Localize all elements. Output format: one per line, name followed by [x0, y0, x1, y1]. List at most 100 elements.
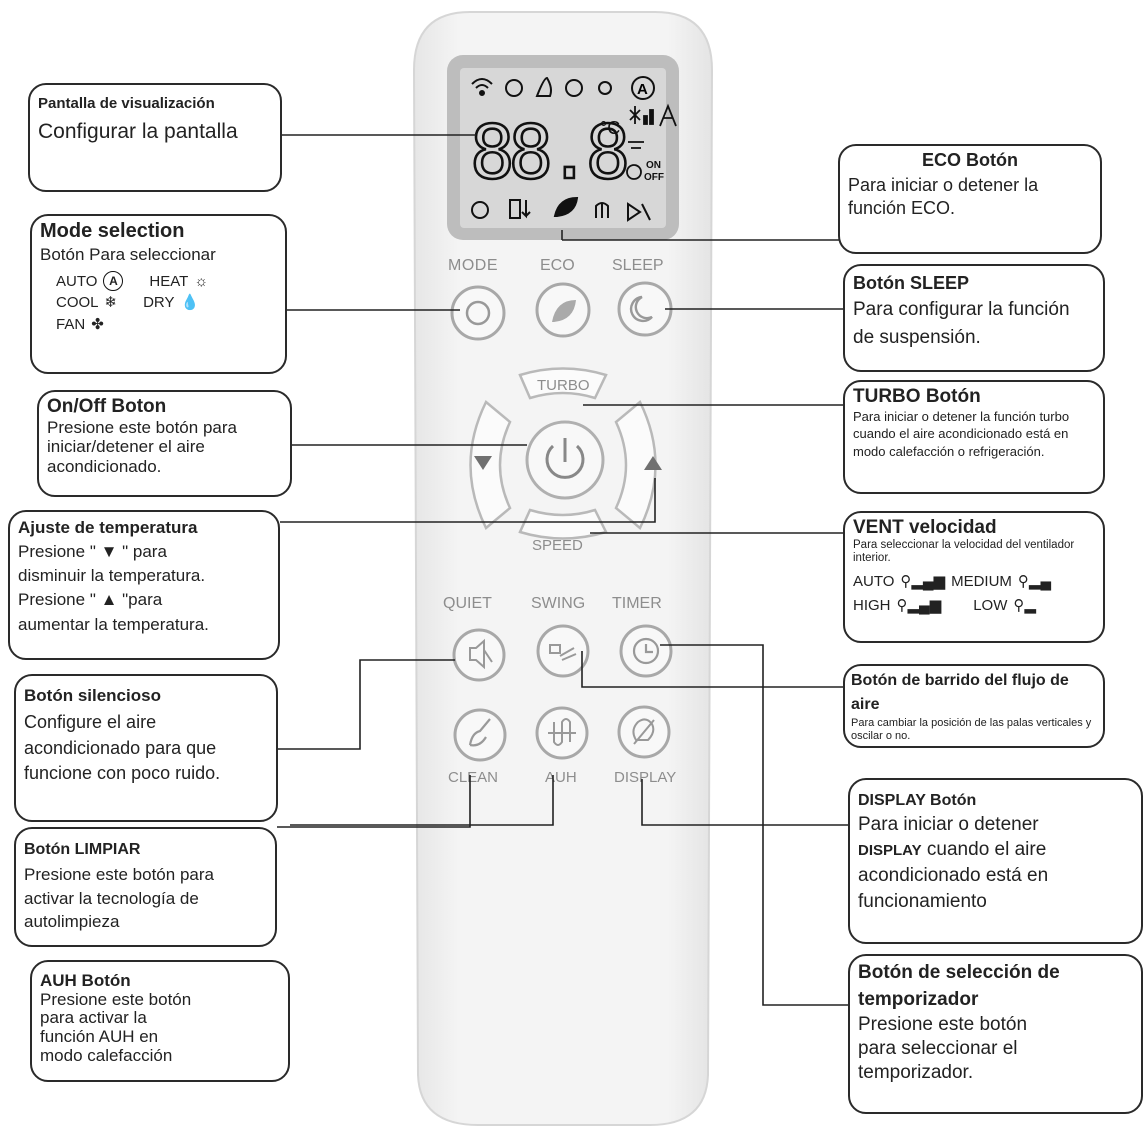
temp-callout-title: Ajuste de temperatura: [18, 518, 198, 537]
vent-low: LOW: [973, 597, 1008, 615]
displaybtn-callout-title: DISPLAY Botón: [858, 792, 977, 809]
vent-callout-text: Para seleccionar la velocidad del ventil…: [853, 538, 1075, 565]
fan-icon: ✤: [91, 316, 104, 334]
timer-button[interactable]: [619, 624, 673, 678]
sleep-label: SLEEP: [612, 257, 664, 274]
heat-option: HEAT: [149, 272, 189, 290]
auh-button[interactable]: [535, 706, 589, 760]
turbo-callout-title: TURBO Botón: [853, 386, 981, 407]
eco-callout: ECO Botón Para iniciar o detener la func…: [838, 144, 1102, 254]
display-label: DISPLAY: [614, 769, 676, 786]
display-button[interactable]: [617, 705, 671, 759]
displaybtn-callout: DISPLAY Botón Para iniciar o detener DIS…: [848, 778, 1143, 944]
lcd-unit: °C: [600, 118, 620, 138]
vent-callout: VENT velocidad Para seleccionar la veloc…: [843, 511, 1105, 643]
quiet-label: QUIET: [443, 595, 492, 612]
mode-button[interactable]: [450, 285, 506, 341]
onoff-callout: On/Off Boton Presione este botón para in…: [37, 390, 292, 497]
eco-label: ECO: [540, 257, 575, 274]
turbo-label: TURBO: [537, 377, 590, 394]
quiet-callout-text: Configure el aire acondicionado para que…: [24, 712, 221, 784]
lcd-top-icons: [471, 76, 655, 100]
swing-button[interactable]: [536, 624, 590, 678]
timer-label: TIMER: [612, 595, 662, 612]
auto-icon: A: [103, 271, 124, 292]
auto-option: AUTO: [56, 272, 98, 290]
power-button[interactable]: [525, 420, 605, 500]
swing-callout: Botón de barrido del flujo de aire Para …: [843, 664, 1105, 748]
sun-icon: ☼: [194, 272, 209, 290]
mode-callout-title: Mode selection: [40, 220, 185, 242]
auh-callout: AUH Botón Presione este botón para activ…: [30, 960, 290, 1082]
dpad: TURBO SPEED: [469, 367, 662, 554]
display-callout-text: Configurar la pantalla: [38, 120, 238, 144]
auh-label: AUH: [545, 769, 577, 786]
sleep-callout: Botón SLEEP Para configurar la función d…: [843, 264, 1105, 372]
display-callout: Pantalla de visualización Configurar la …: [28, 83, 282, 192]
swing-callout-title: Botón de barrido del flujo de aire: [851, 672, 1069, 713]
clean-callout-title: Botón LIMPIAR: [24, 841, 141, 858]
clean-callout-text: Presione este botón para activar la tecn…: [24, 865, 214, 931]
temp-line-1: Presione " ▼ " para: [18, 542, 167, 562]
mode-callout-text: Botón Para seleccionar: [40, 245, 216, 264]
vent-callout-title: VENT velocidad: [853, 517, 997, 538]
turbo-callout: TURBO Botón Para iniciar o detener la fu…: [843, 380, 1105, 494]
lcd-screen: [460, 68, 666, 228]
clean-button[interactable]: [453, 708, 507, 762]
svg-text:A: A: [637, 81, 648, 98]
quiet-button[interactable]: [452, 628, 506, 682]
mode-label: MODE: [448, 257, 498, 274]
swing-label: SWING: [531, 595, 585, 612]
power-icon: [545, 444, 585, 479]
fan-low-icon: ⚲▂: [1013, 597, 1036, 615]
lcd-side-icons: ON OFF: [626, 103, 677, 183]
auh-callout-title: AUH Botón: [40, 971, 131, 990]
displaybtn-text-b: cuando el aire acondicionado está en fun…: [858, 839, 1049, 912]
lcd-digits: 88.8: [470, 110, 626, 196]
timer-callout-title: Botón de selección de temporizador: [858, 962, 1060, 1010]
speed-label: SPEED: [532, 537, 583, 554]
cool-option: COOL: [56, 294, 99, 312]
speed-button[interactable]: [518, 508, 608, 540]
leader-lines: [277, 134, 848, 1006]
swing-callout-text: Para cambiar la posición de las palas ve…: [851, 717, 1092, 742]
eco-callout-title: ECO Botón: [922, 150, 1018, 170]
auh-callout-text: Presione este botón para activar la func…: [40, 989, 192, 1065]
turbo-button[interactable]: [518, 367, 608, 400]
dry-option: DRY: [143, 294, 175, 312]
vent-high: HIGH: [853, 597, 891, 615]
moon-icon: [629, 295, 653, 323]
fan-bars-icon: ⚲▂▄▆: [900, 573, 946, 591]
lcd-bottom-icons: [471, 196, 651, 222]
eco-button[interactable]: [535, 282, 591, 338]
down-arrow-icon: [474, 456, 492, 470]
drop-icon: 💧: [180, 294, 200, 312]
sleep-callout-text: Para configurar la función de suspensión…: [853, 299, 1070, 348]
temp-line-4: aumentar la temperatura.: [18, 614, 209, 634]
clean-label: CLEAN: [448, 769, 498, 786]
temp-line-2: disminuir la temperatura.: [18, 566, 206, 586]
broom-icon: [468, 718, 491, 747]
leaf-icon: [552, 300, 576, 322]
displaybtn-text-a: Para iniciar o detener: [858, 813, 1039, 835]
mode-callout: Mode selection Botón Para seleccionar AU…: [30, 214, 287, 374]
heater-icon: [548, 718, 576, 746]
svg-text:OFF: OFF: [644, 172, 664, 183]
quiet-callout-title: Botón silencioso: [24, 686, 161, 705]
fan-medium-icon: ⚲▂▄: [1017, 573, 1052, 591]
temp-callout: Ajuste de temperatura Presione " ▼ " par…: [8, 510, 280, 660]
svg-text:ON: ON: [646, 160, 661, 171]
snowflake-icon: ❄: [104, 294, 118, 312]
vent-options: AUTO⚲▂▄▆MEDIUM⚲▂▄ HIGH⚲▂▄▆LOW⚲▂: [853, 570, 1095, 618]
fan-high-icon: ⚲▂▄▆: [896, 597, 942, 615]
vent-auto: AUTO: [853, 573, 895, 591]
clock-icon: [632, 637, 660, 665]
up-button[interactable]: [614, 400, 657, 530]
cycle-icon: [465, 300, 491, 326]
sleep-button[interactable]: [617, 281, 673, 337]
swing-icon: [549, 644, 577, 661]
displaybtn-keyword: DISPLAY: [858, 842, 922, 860]
turbo-callout-text: Para iniciar o detener la función turbo …: [853, 408, 1070, 459]
display-callout-title: Pantalla de visualización: [38, 95, 215, 112]
